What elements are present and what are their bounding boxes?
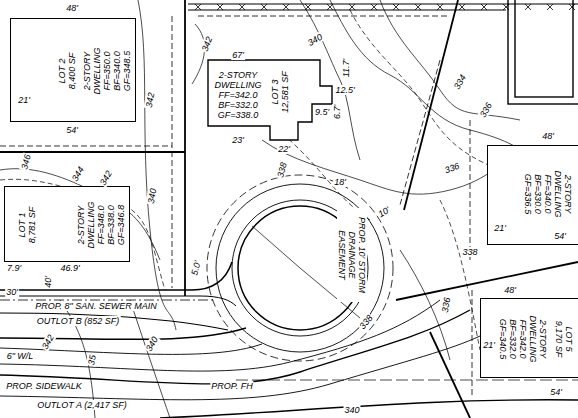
fence-mark — [217, 4, 223, 10]
dwelling-footprint: LOT 1 8,781 SF 2-STORY DWELLING FF=348.0 … — [4, 186, 130, 262]
dimension-label: 5.0' — [189, 259, 203, 277]
contour-label: 338 — [275, 160, 289, 179]
dwelling-footprint: 2-STORY DWELLING FF=342.0 BF=332.0 GF=33… — [208, 60, 334, 142]
dimension-label: 46.9' — [59, 263, 80, 273]
dimension-label: 21' — [482, 340, 496, 350]
contour-label: 35 — [86, 353, 98, 367]
contour-label: 334 — [451, 72, 468, 92]
outlot-label: OUTLOT B (852 SF) — [36, 316, 121, 326]
dimension-label: 18' — [333, 177, 347, 187]
contour-label: 342 — [39, 332, 56, 352]
fence-mark — [503, 4, 509, 10]
fence-mark — [195, 4, 201, 10]
road-lines — [0, 262, 578, 418]
fence-mark — [327, 4, 333, 10]
setback-lines — [0, 16, 472, 395]
sidewalk-label: PROP. SIDEWALK — [5, 381, 83, 391]
fence-mark — [525, 4, 531, 10]
dwelling-label: 2-STORY DWELLING FF=348.0 BF=338.0 GF=34… — [76, 197, 126, 253]
lot-label: LOT 1 8,781 SF — [17, 200, 37, 250]
dimension-label: 67' — [231, 50, 245, 60]
dimension-label: 22' — [277, 144, 291, 154]
outlot-label: OUTLOT A (2,417 SF) — [36, 400, 127, 410]
fence-mark — [415, 4, 421, 10]
contour-label: 342 — [97, 168, 114, 188]
dwelling-outline — [208, 60, 332, 140]
fence-mark — [239, 4, 245, 10]
lot-label: LOT 2 8,400 SF — [57, 46, 77, 96]
fence-mark — [459, 4, 465, 10]
fence-mark — [437, 4, 443, 10]
contour-label: 338 — [357, 312, 376, 331]
dimension-label: 48' — [503, 285, 517, 295]
top-structure — [508, 0, 578, 104]
dimension-label: 54' — [553, 231, 567, 241]
contour-label: 340 — [146, 187, 159, 206]
dimension-label: 48' — [541, 131, 555, 141]
dimension-label: 54' — [549, 387, 563, 397]
dimension-label: 21' — [17, 95, 31, 105]
contour-label: 346 — [19, 152, 33, 171]
lot-label: LOT 3 12,581 SF — [270, 67, 290, 117]
dwelling-footprint: LOT 2 8,400 SF2-STORY DWELLING FF=350.0 … — [10, 18, 136, 122]
dimension-label: 7.9' — [6, 263, 22, 273]
contours — [0, 0, 540, 418]
fence-mark — [305, 4, 311, 10]
contour-label: 344 — [69, 164, 86, 184]
fence-mark — [349, 4, 355, 10]
fence-mark — [547, 4, 553, 10]
fence-mark — [393, 4, 399, 10]
fence-mark — [283, 4, 289, 10]
fence-marks — [195, 4, 575, 10]
dimension-label: 23' — [231, 135, 245, 145]
contour-label: 340 — [343, 405, 360, 415]
contour-label: 336 — [477, 100, 494, 120]
easement-label: PROP. 10' STORM DRAINAGE EASEMENT — [337, 208, 367, 302]
dimension-label: 30' — [5, 287, 19, 297]
contour-label: 342 — [199, 34, 214, 53]
contour-label: 340 — [305, 31, 325, 48]
fence-mark — [569, 4, 575, 10]
dimension-label: 40' — [43, 275, 53, 289]
cul-de-sac — [207, 175, 393, 361]
contour-label: 336 — [442, 160, 461, 175]
hydrant-label: PROP. FH — [210, 381, 253, 391]
utility-label: 6" W/L — [6, 351, 35, 361]
contour-label: 338 — [461, 247, 478, 257]
lot-label: LOT 5 9,170 SF — [554, 314, 574, 364]
dwelling-label: 2-STORY DWELLING FF=350.0 BF=340.0 GF=34… — [82, 43, 132, 99]
dwelling-label: 2-STORY DWELLING FF=342.0 BF=332.0 GF=34… — [498, 310, 548, 368]
dimension-label: 48' — [65, 3, 79, 13]
dimension-label: 9.5' — [314, 107, 330, 117]
dwelling-footprint: 2-STORY DWELLING FF=342.0 BF=332.0 GF=34… — [480, 298, 578, 378]
dimension-label: 21' — [493, 223, 507, 233]
fence-mark — [371, 4, 377, 10]
dwelling-label: 2-STORY DWELLING FF=340.0 BF=330.0 GF=33… — [523, 164, 573, 224]
dimension-label: 6.7' — [332, 104, 342, 120]
contour-label: 340 — [143, 334, 160, 354]
contour-label: 336 — [440, 296, 453, 315]
dimension-label: 54' — [65, 125, 79, 135]
utility-label: PROP. 8" SAN. SEWER MAIN — [34, 301, 158, 311]
dwelling-label: 2-STORY DWELLING FF=342.0 BF=332.0 GF=33… — [210, 70, 266, 120]
fence-mark — [261, 4, 267, 10]
dimension-label: 12.5' — [334, 85, 355, 95]
dimension-label: 11.7' — [341, 58, 351, 79]
fence-mark — [481, 4, 487, 10]
contour-label: 342 — [144, 91, 157, 110]
